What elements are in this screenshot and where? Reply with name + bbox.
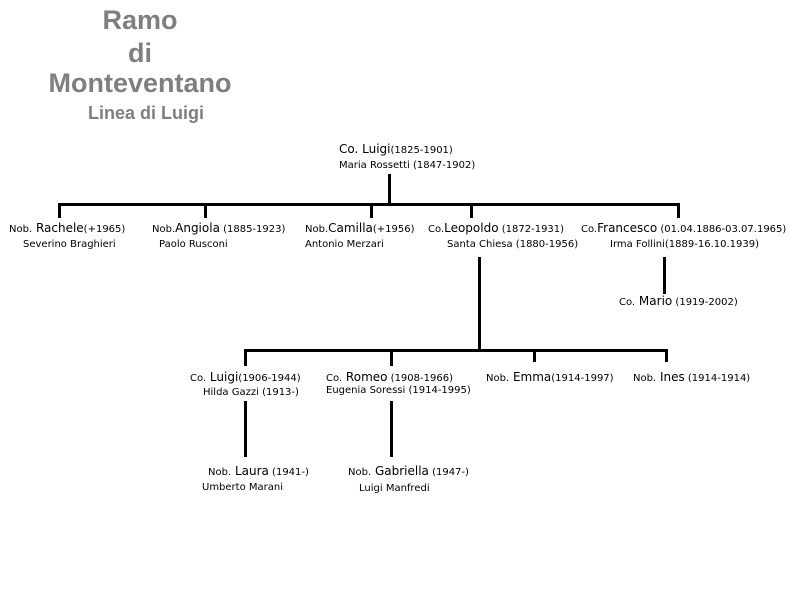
spouse-angiola: Paolo Rusconi — [159, 239, 228, 250]
person-dates: (1914-1997) — [551, 373, 614, 384]
person-dates: (1941-) — [268, 467, 309, 478]
connector-drop-angiola — [204, 203, 207, 218]
person-name: Francesco — [597, 221, 658, 235]
connector-luigi-laura — [244, 401, 247, 457]
person-name: Emma — [509, 370, 552, 384]
person-name: Laura — [231, 464, 269, 478]
connector-gen1-horizontal — [58, 203, 680, 206]
connector-leopoldo-down — [478, 257, 481, 351]
tree-title-line1: Ramo — [102, 5, 178, 35]
connector-drop-ines — [665, 349, 668, 362]
person-rachele: Nob. Rachele(+1965) — [9, 222, 125, 235]
tree-title-line2: di — [128, 38, 152, 68]
connector-romeo-gabriella — [390, 401, 393, 457]
connector-drop-leopoldo — [470, 203, 473, 218]
person-dates: (1914-1914) — [684, 373, 751, 384]
spouse-rachele: Severino Braghieri — [23, 239, 116, 250]
person-dates: (1919-2002) — [672, 297, 738, 308]
person-dates: (1947-) — [428, 467, 469, 478]
person-camilla: Nob.Camilla(+1956) — [305, 222, 415, 235]
person-title: Nob. — [486, 373, 510, 384]
person-ines: Nob. Ines (1914-1914) — [633, 371, 750, 384]
person-dates: (+1965) — [83, 224, 126, 235]
connector-drop-camilla — [370, 203, 373, 218]
person-romeo: Co. Romeo (1908-1966) — [326, 371, 453, 384]
spouse-laura: Umberto Marani — [202, 482, 284, 493]
person-name: Rachele — [32, 221, 84, 235]
person-title: Co. — [326, 373, 343, 384]
connector-drop-rachele — [58, 203, 61, 218]
person-francesco: Co.Francesco (01.04.1886-03.07.1965) — [581, 222, 786, 235]
spouse-camilla: Antonio Merzari — [305, 239, 384, 250]
connector-francesco-mario — [663, 257, 666, 294]
person-title: Co. — [581, 224, 598, 235]
connector-root-down — [388, 174, 391, 204]
person-title: Co. — [339, 142, 359, 156]
tree-subtitle: Linea di Luigi — [88, 103, 204, 123]
person-dates: (1825-1901) — [390, 145, 453, 156]
person-name: Luigi — [206, 370, 239, 384]
person-title: Co. — [428, 224, 445, 235]
spouse-romeo: Eugenia Soressi (1914-1995) — [326, 385, 471, 396]
person-name: Mario — [635, 294, 673, 308]
person-name: Gabriella — [371, 464, 429, 478]
tree-title-line3: Monteventano — [48, 68, 232, 98]
spouse-luigi-root: Maria Rossetti (1847-1902) — [339, 160, 476, 171]
connector-gen2-horizontal — [244, 349, 668, 352]
person-dates: (1908-1966) — [387, 373, 453, 384]
connector-drop-francesco — [677, 203, 680, 218]
person-emma: Nob. Emma(1914-1997) — [486, 371, 614, 384]
person-name: Romeo — [342, 370, 388, 384]
connector-drop-emma — [533, 349, 536, 362]
person-leopoldo: Co.Leopoldo (1872-1931) — [428, 222, 564, 235]
spouse-gabriella: Luigi Manfredi — [359, 483, 430, 494]
spouse-francesco: Irma Follini(1889-16.10.1939) — [610, 239, 760, 250]
person-title: Nob. — [208, 467, 232, 478]
person-title: Nob. — [348, 467, 372, 478]
connector-drop-romeo — [390, 349, 393, 366]
person-title: Nob. — [633, 373, 657, 384]
person-mario: Co. Mario (1919-2002) — [619, 295, 738, 308]
person-angiola: Nob.Angiola (1885-1923) — [152, 222, 285, 235]
person-gabriella: Nob. Gabriella (1947-) — [348, 465, 469, 478]
person-name: Angiola — [175, 221, 220, 235]
person-name: Ines — [656, 370, 685, 384]
person-title: Nob. — [9, 224, 33, 235]
person-luigi-jr: Co. Luigi(1906-1944) — [190, 371, 301, 384]
person-luigi-root: Co. Luigi(1825-1901) — [339, 143, 453, 156]
person-dates: (1906-1944) — [238, 373, 301, 384]
person-laura: Nob. Laura (1941-) — [208, 465, 309, 478]
connector-drop-luigi-jr — [244, 349, 247, 366]
person-name: Leopoldo — [444, 221, 499, 235]
person-name: Luigi — [358, 142, 391, 156]
person-title: Nob. — [152, 224, 176, 235]
spouse-leopoldo: Santa Chiesa (1880-1956) — [447, 239, 579, 250]
person-dates: (01.04.1886-03.07.1965) — [657, 224, 787, 235]
person-dates: (1872-1931) — [498, 224, 565, 235]
person-name: Camilla — [328, 221, 373, 235]
spouse-luigi-jr: Hilda Gazzi (1913-) — [203, 387, 299, 398]
person-title: Co. — [190, 373, 207, 384]
person-dates: (1885-1923) — [219, 224, 286, 235]
person-dates: (+1956) — [372, 224, 415, 235]
person-title: Nob. — [305, 224, 329, 235]
person-title: Co. — [619, 297, 636, 308]
